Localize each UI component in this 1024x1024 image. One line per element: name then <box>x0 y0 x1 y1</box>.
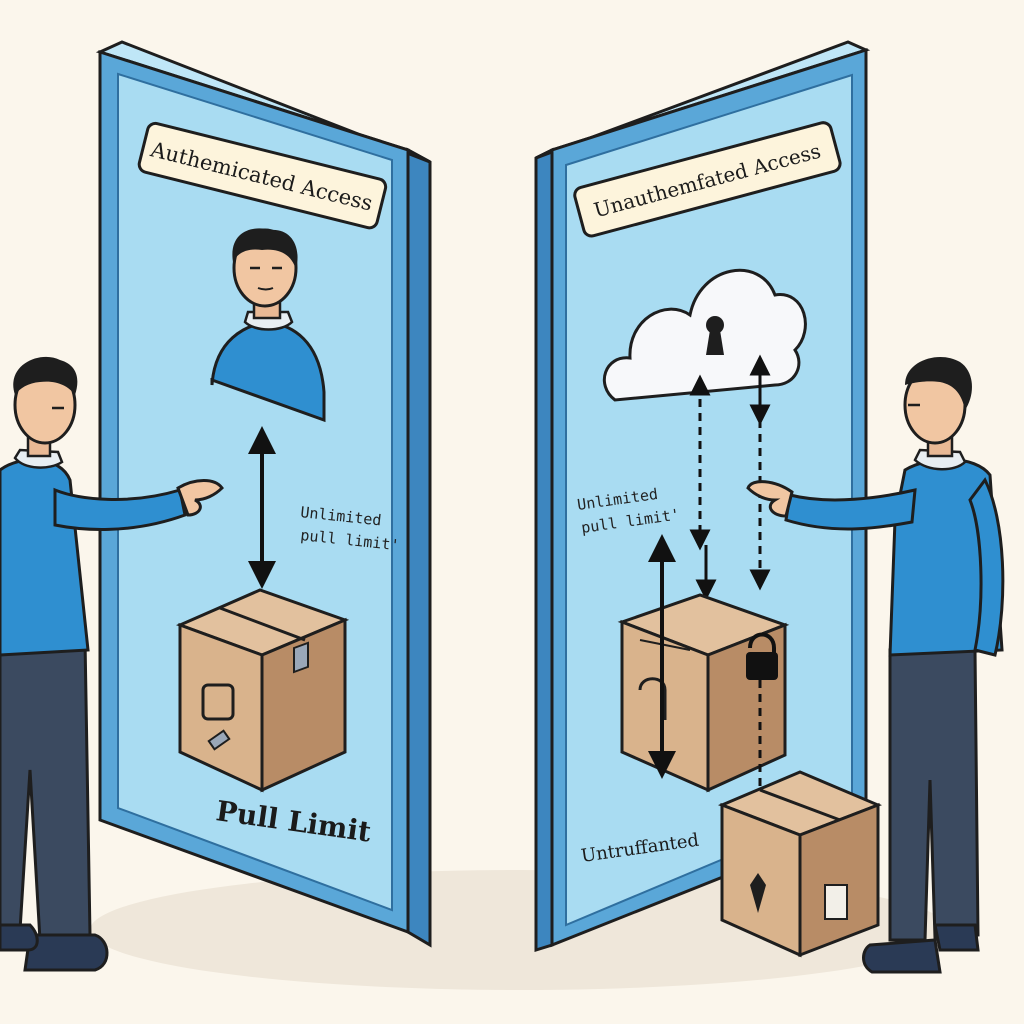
package-label-icon <box>201 683 235 721</box>
padlock-icon <box>746 632 778 680</box>
left-panel: Authemicated Access Unlimited pull limit… <box>95 40 432 948</box>
left-panel-package-box <box>175 588 350 793</box>
left-panel-edge <box>406 147 432 948</box>
right-panel-edge <box>534 147 554 953</box>
right-person <box>746 356 1005 974</box>
authenticated-user-avatar <box>210 228 326 423</box>
left-person <box>0 356 224 972</box>
right-panel-package-box <box>617 534 790 793</box>
floor-package-box <box>717 770 883 958</box>
right-panel: Unauthemfated Access Unlimited pull limi… <box>534 40 871 953</box>
